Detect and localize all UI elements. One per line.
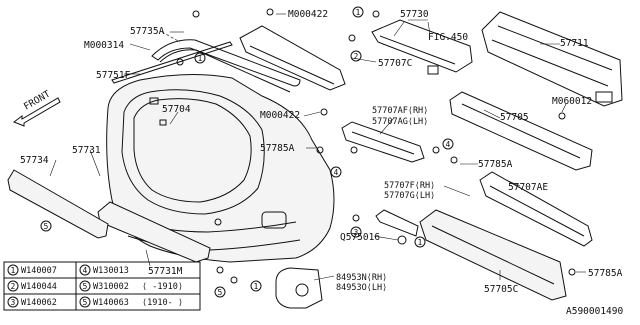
- label-57705c: 57705C: [484, 284, 518, 295]
- reinforcement-57711: [481, 11, 623, 107]
- diagram-id: A590001490: [566, 306, 623, 317]
- legend-rows-2-code1: W140062: [21, 298, 57, 308]
- label-57707af: 57707AF⟨RH⟩: [372, 106, 428, 116]
- bracket-57707c: [239, 25, 346, 91]
- legend-rows-2-note2: ⟨1910- ⟩: [142, 298, 183, 308]
- legend-rows-1-code2: W310002: [93, 282, 129, 292]
- leader-lines: [49, 13, 586, 281]
- label-57785a-right: 57785A: [588, 268, 623, 279]
- legend-rows-1-n1: 2: [11, 282, 16, 291]
- label-84953n: 84953N⟨RH⟩: [336, 273, 387, 283]
- callout-markers: 1 1 2 4 4 5 3 1 5 1: [40, 6, 454, 298]
- callouts-c4: 4: [334, 168, 339, 177]
- label-57707ae: 57707AE: [508, 182, 548, 193]
- label-57707ag: 57707AG⟨LH⟩: [372, 117, 428, 127]
- front-direction-arrow: FRONT: [12, 89, 61, 127]
- legend-rows-2-n2: 5: [83, 298, 88, 307]
- under-cover-57705c: [419, 209, 567, 301]
- bracket-57730: [371, 19, 473, 75]
- strip-57751f: [111, 41, 233, 84]
- side-bracket-57707af: [341, 121, 425, 163]
- label-84953o: 84953O⟨LH⟩: [336, 283, 387, 293]
- callouts-c1: 1: [254, 282, 259, 291]
- label-57731: 57731: [72, 145, 101, 156]
- label-57705: 57705: [500, 112, 529, 123]
- label-57704: 57704: [162, 104, 191, 115]
- legend-rows-0-n1: 1: [11, 266, 16, 275]
- callouts-c4: 4: [446, 140, 451, 149]
- label-57785a-left: 57785A: [260, 143, 295, 154]
- label-q575016: Q575016: [340, 232, 380, 243]
- callouts-c5: 5: [44, 222, 49, 231]
- legend-rows-0-code2: W130013: [93, 266, 129, 276]
- legend-rows-1-note2: ⟨ -1910⟩: [142, 282, 183, 292]
- upper-molding-57735a: [151, 31, 301, 93]
- part-labels: 57735A M000422 57730 M000314 FIG.450 577…: [20, 9, 623, 295]
- callouts-c5: 5: [218, 288, 223, 297]
- label-57707g: 57707G⟨LH⟩: [384, 191, 435, 201]
- absorber-57705: [449, 91, 593, 171]
- label-57731m: 57731M: [148, 266, 183, 277]
- fog-cover-84953: [275, 267, 323, 309]
- callouts-c2: 2: [354, 52, 359, 61]
- legend-rows-1-code1: W140044: [21, 282, 57, 292]
- callouts-c1: 1: [198, 54, 203, 63]
- callouts-c1: 1: [356, 8, 361, 17]
- fastener-legend: 1 W140007 4 W130013 2 W140044 5 W310002 …: [3, 261, 201, 311]
- label-m000422-top: M000422: [288, 9, 328, 20]
- callouts-c3: 3: [354, 228, 359, 237]
- legend-rows-2-n1: 3: [11, 298, 16, 307]
- label-57711: 57711: [560, 38, 589, 49]
- label-57785a-mid: 57785A: [478, 159, 513, 170]
- fastener-bolts: [176, 8, 576, 284]
- label-m060012: M060012: [552, 96, 592, 107]
- legend-rows-0-n2: 4: [83, 266, 88, 275]
- clip-q575016: [375, 209, 419, 245]
- label-fig450: FIG.450: [428, 32, 468, 43]
- legend-rows-1-n2: 5: [83, 282, 88, 291]
- side-grille-57734: [7, 169, 109, 239]
- label-57707f: 57707F⟨RH⟩: [384, 181, 435, 191]
- label-m000422-mid: M000422: [260, 110, 300, 121]
- legend-rows-2-code2: W140063: [93, 298, 129, 308]
- bracket-57707ae: [479, 171, 593, 247]
- label-57730: 57730: [400, 9, 429, 20]
- label-57707c: 57707C: [378, 58, 412, 69]
- label-57734: 57734: [20, 155, 49, 166]
- legend-rows-0-code1: W140007: [21, 266, 57, 276]
- label-57751f: 57751F: [96, 70, 131, 81]
- label-m000314: M000314: [84, 40, 124, 51]
- callouts-c1: 1: [418, 238, 423, 247]
- label-57735a: 57735A: [130, 26, 165, 37]
